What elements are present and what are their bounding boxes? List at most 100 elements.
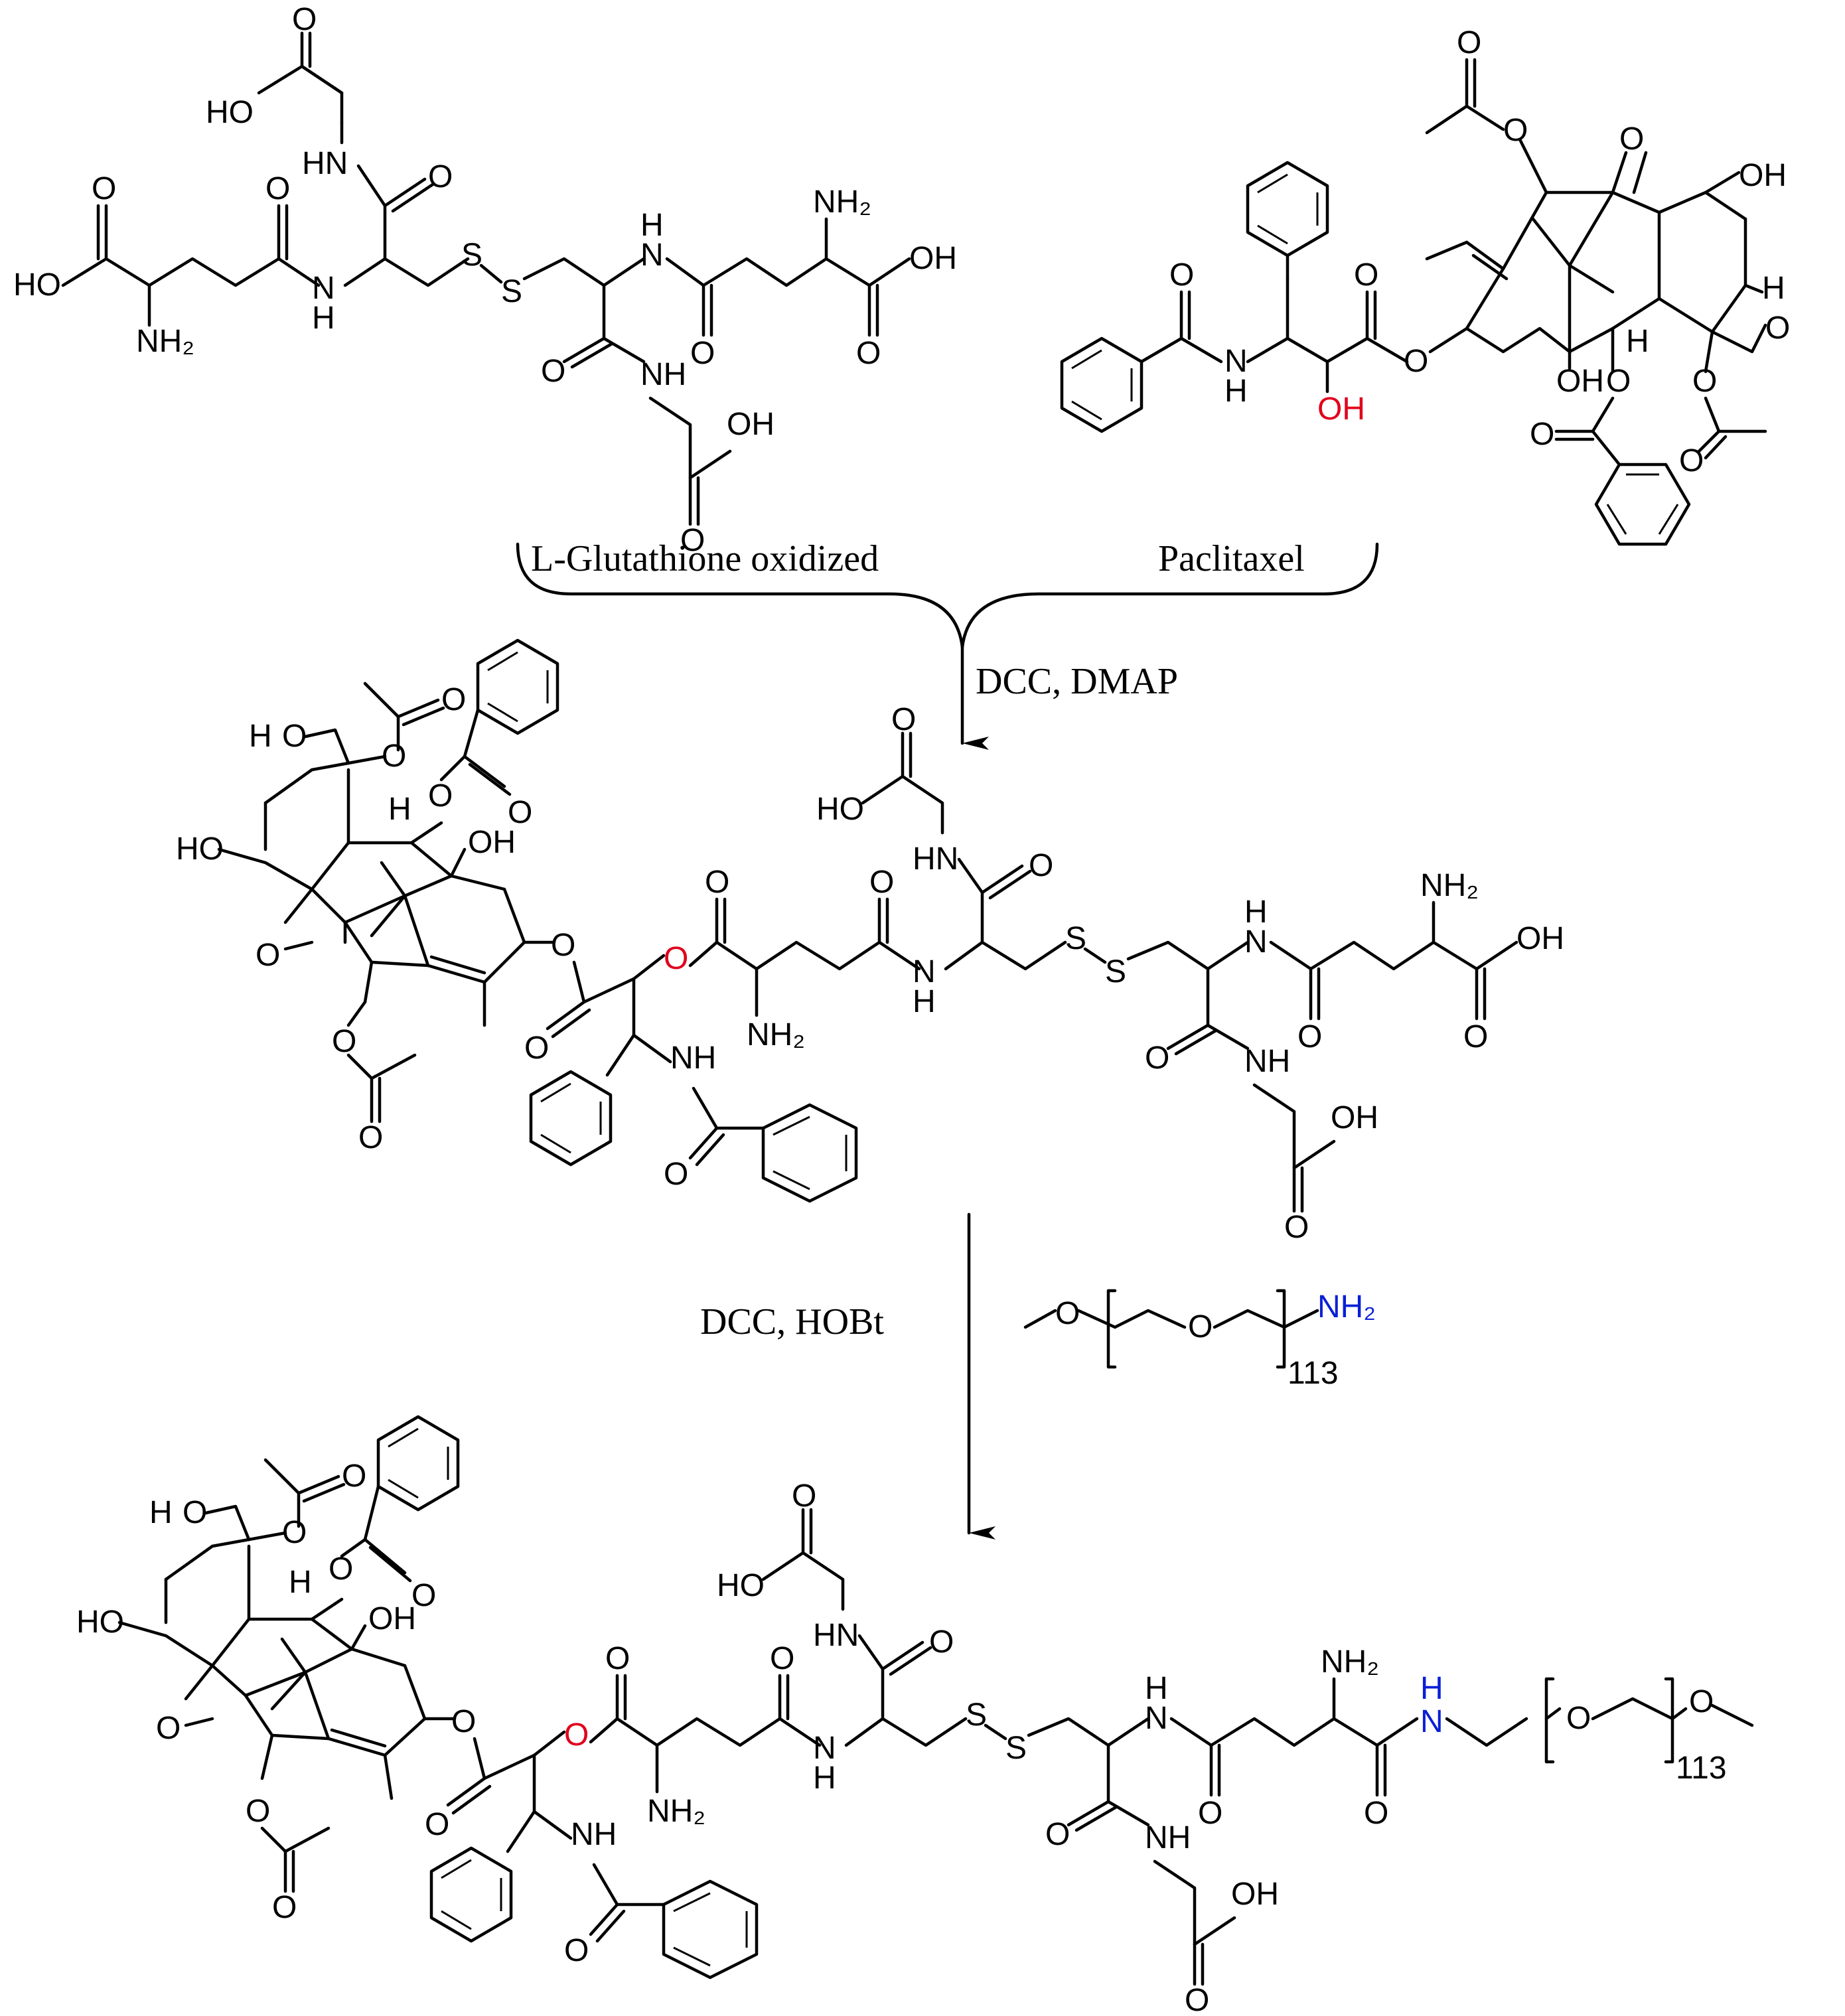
svg-text:O: O (1566, 1701, 1591, 1736)
svg-text:O: O (1185, 1983, 1209, 2016)
svg-text:O: O (1765, 311, 1790, 346)
svg-text:O: O (1198, 1796, 1222, 1831)
svg-text:NH₂: NH₂ (747, 1017, 805, 1052)
svg-text:O: O (265, 171, 290, 206)
svg-text:NH: NH (571, 1817, 617, 1852)
svg-text:O: O (1463, 1019, 1488, 1054)
svg-text:O: O (605, 1641, 630, 1676)
svg-text:O: O (292, 2, 317, 37)
svg-text:H: H (149, 1495, 173, 1530)
svg-text:S: S (1005, 1731, 1027, 1766)
svg-text:O: O (1404, 344, 1428, 379)
svg-text:O: O (183, 1495, 207, 1530)
peg-terminal-amine: NH₂ (1317, 1289, 1376, 1325)
svg-text:O: O (425, 1807, 449, 1842)
svg-text:OH: OH (468, 825, 516, 860)
svg-text:N: N (1244, 924, 1268, 960)
svg-text:S: S (461, 238, 482, 273)
svg-text:O: O (1679, 443, 1704, 478)
svg-text:N: N (312, 271, 335, 306)
svg-text:O: O (382, 739, 406, 774)
svg-text:O: O (1145, 1041, 1169, 1076)
svg-text:O: O (770, 1641, 794, 1676)
svg-text:HO: HO (206, 95, 254, 130)
svg-text:HO: HO (13, 267, 61, 303)
svg-text:O: O (332, 1024, 356, 1059)
svg-text:O: O (1619, 121, 1644, 157)
svg-text:H: H (1420, 1671, 1443, 1706)
svg-text:O: O (256, 938, 280, 973)
svg-text:O: O (1692, 364, 1717, 399)
svg-text:O: O (282, 1515, 307, 1550)
svg-text:O: O (680, 523, 705, 558)
svg-text:O: O (428, 778, 453, 814)
svg-text:H: H (1762, 271, 1785, 306)
svg-text:H: H (913, 984, 936, 1019)
svg-text:O: O (358, 1120, 383, 1155)
step1-reagents-label: DCC, DMAP (976, 661, 1178, 702)
svg-text:O: O (1689, 1684, 1714, 1719)
svg-text:S: S (501, 274, 522, 309)
svg-text:O: O (329, 1551, 353, 1587)
svg-text:O: O (1188, 1309, 1213, 1344)
svg-text:O: O (541, 354, 565, 389)
svg-text:NH₂: NH₂ (813, 184, 871, 220)
svg-text:NH: NH (640, 357, 686, 392)
paclitaxel-name-label: Paclitaxel (1158, 538, 1305, 579)
svg-text:HO: HO (816, 792, 864, 827)
svg-text:HO: HO (717, 1568, 765, 1603)
svg-text:S: S (966, 1697, 987, 1733)
svg-text:O: O (929, 1624, 954, 1660)
svg-text:H: H (640, 208, 664, 243)
svg-text:H: H (249, 719, 272, 754)
svg-text:O: O (428, 159, 453, 194)
mpeg-amine-structure: O O 113 NH₂ (1023, 1289, 1376, 1391)
svg-text:NH₂: NH₂ (136, 324, 194, 359)
svg-text:O: O (1297, 1019, 1322, 1054)
svg-text:OH: OH (1331, 1100, 1378, 1135)
svg-text:O: O (1606, 364, 1631, 399)
svg-text:NH₂: NH₂ (1420, 868, 1479, 903)
svg-text:H: H (1224, 374, 1248, 409)
svg-text:HN: HN (302, 146, 348, 181)
glutathione-name-label: L-Glutathione oxidized (531, 538, 879, 579)
svg-text:O: O (690, 336, 715, 371)
svg-text:OH: OH (368, 1601, 416, 1636)
svg-text:O: O (564, 1933, 589, 1968)
svg-text:OH: OH (1516, 921, 1564, 956)
svg-text:O: O (272, 1890, 297, 1925)
peg-repeat-count: 113 (1288, 1356, 1339, 1391)
svg-text:N: N (1224, 344, 1248, 379)
svg-text:O: O (551, 928, 575, 963)
svg-text:NH₂: NH₂ (647, 1794, 705, 1829)
svg-text:H: H (289, 1565, 312, 1600)
svg-text:O: O (1029, 848, 1053, 883)
final-peg-conjugate-structure: O O H O O O HO H OH (76, 1415, 1754, 2016)
svg-text:O: O (664, 1157, 688, 1192)
svg-text:N: N (813, 1731, 836, 1766)
converging-reaction-arrow (516, 542, 1379, 750)
svg-text:O: O (856, 336, 881, 371)
svg-text:S: S (1105, 954, 1126, 989)
svg-text:HO: HO (176, 831, 224, 867)
svg-text:O: O (508, 795, 532, 830)
svg-text:N: N (1420, 1704, 1443, 1739)
svg-text:O: O (1364, 1796, 1388, 1831)
svg-text:O: O (246, 1794, 270, 1829)
svg-text:NH: NH (670, 1041, 716, 1076)
svg-text:N: N (913, 954, 936, 989)
svg-text:O: O (342, 1459, 366, 1494)
svg-text:O: O (1284, 1210, 1309, 1245)
svg-text:OH: OH (727, 407, 775, 442)
svg-text:HN: HN (913, 841, 958, 877)
step2-reagents-label: DCC, HOBt (700, 1301, 884, 1342)
svg-text:O: O (451, 1704, 476, 1739)
svg-text:HO: HO (76, 1605, 124, 1640)
svg-text:O: O (891, 702, 916, 737)
svg-text:H: H (1244, 895, 1268, 930)
intermediate-conjugate-structure: O O H O O O HO H OH (176, 638, 1564, 1245)
svg-text:H: H (388, 792, 411, 827)
svg-text:H: H (312, 301, 335, 336)
glutathione-oxidized-structure: HO O NH₂ O N H O HN O HO S S N H O (13, 2, 957, 558)
svg-text:O: O (1457, 25, 1481, 60)
